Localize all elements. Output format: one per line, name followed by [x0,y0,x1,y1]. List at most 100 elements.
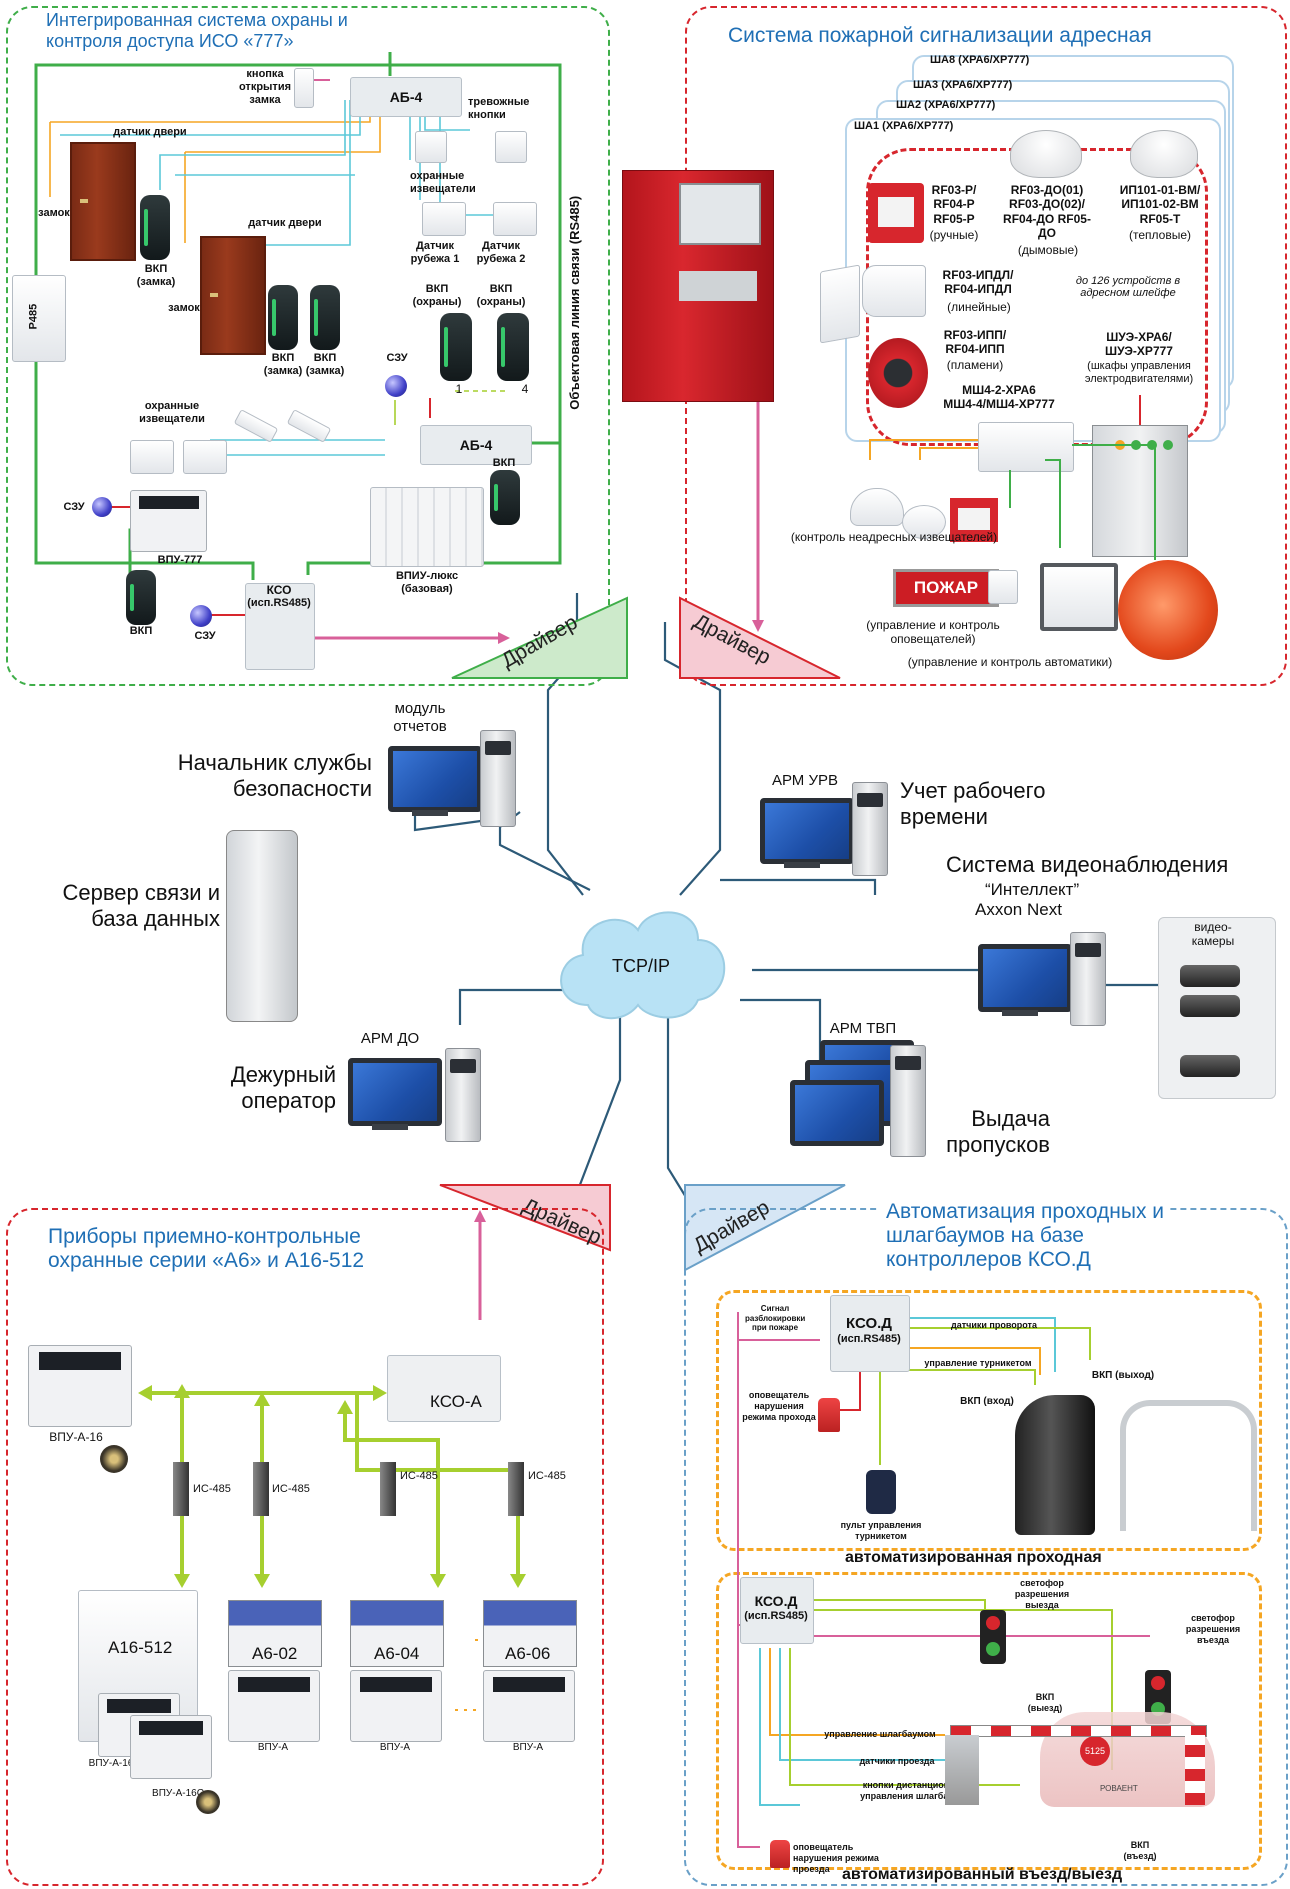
manual-label: (ручные) [929,228,979,242]
violation2-label: оповещатель нарушения режима проезда [793,1842,879,1874]
fire-title: Система пожарной сигнализации адресная [728,24,1152,47]
shue-cabinet[interactable] [1092,425,1188,557]
checkpoint-title: автоматизированная проходная [845,1549,1102,1566]
driver-1-badge [451,596,628,679]
alarm-button-2[interactable] [495,131,527,163]
vkp-exit-label: ВКП (выезд) [1027,1692,1063,1713]
linear-label: (линейные) [947,300,1011,314]
cameras-label: видео- камеры [1191,920,1235,949]
chief-label: Начальник службы безопасности [177,750,372,802]
vkp-lock-3[interactable] [310,285,340,350]
kso-d-2-label: КСО.Д (исп.RS485) [738,1593,814,1623]
vkp-in-label: ВКП (вход) [960,1396,1014,1407]
ab4-top[interactable]: АБ-4 [350,77,462,117]
kso-d-2-device[interactable] [740,1577,814,1644]
vkp-lock-2[interactable] [268,285,298,350]
vpu-a-1-keypad[interactable] [228,1670,320,1742]
car-plate: 5125 [1080,1736,1110,1766]
msh-module[interactable] [978,422,1074,472]
gate-title: автоматизированный въезд/выезд [842,1866,1123,1883]
msh-label: МШ4-2-ХРА6 МШ4-4/МШ4-ХР777 [934,383,1064,412]
is485-4-module [508,1462,524,1516]
urv-label: Учет рабочего времени [900,778,1046,830]
vpu-a16-label: ВПУ-А-16 [49,1430,103,1444]
light-exit-icon [980,1610,1006,1664]
light-exit-label: светофор разрешения выезда [1014,1578,1070,1610]
alarm-button-1[interactable] [415,131,447,163]
remote-control[interactable] [866,1470,896,1514]
operator-monitor-stand [372,1124,408,1130]
kso-d-1-line2: (исп.RS485) [837,1333,901,1345]
a6-04-device[interactable] [350,1600,444,1667]
kso-a-device[interactable] [387,1355,501,1422]
car-brand: РОВАЕНТ [1100,1784,1138,1793]
msh-line1: МШ4-2-ХРА6 [962,383,1036,397]
vpu-a16c-keypad[interactable] [130,1715,212,1779]
vpu-a-3-keypad[interactable] [483,1670,575,1742]
fire-control-panel[interactable] [622,170,774,402]
flame-models: RF03-ИПП/ RF04-ИПП [943,328,1007,357]
chief-monitor [388,746,482,812]
kso-d-2-line1: КСО.Д [754,1593,798,1609]
ab4-bottom[interactable]: АБ-4 [420,425,532,465]
a6-04-label: А6-04 [374,1644,420,1663]
sha8-label: ША8 (ХРА6/ХР777) [930,54,1030,66]
operator-monitor [348,1058,442,1126]
vpiu-panel[interactable] [370,487,484,567]
p485-device[interactable] [12,275,66,362]
video-title: Система видеонаблюдения [946,852,1229,877]
num-1: 1 [455,382,463,396]
turnstile [1015,1395,1095,1535]
smoke-models: RF03-ДО(01) RF03-ДО(02)/ RF04-ДО RF05-ДО [1003,183,1091,241]
vkp-lock-2-label: ВКП (замка) [263,352,303,378]
is485-4-label: ИС-485 [528,1470,566,1482]
arm-urv-label: АРМ УРВ [771,772,839,789]
a6-title-line1: Приборы приемно-контрольные [48,1225,361,1248]
fire-unlock-label: Сигнал разблокировки при пожаре [745,1304,806,1333]
kso-device[interactable] [245,583,315,670]
open-lock-button[interactable] [294,68,314,108]
pass-sensors-label: датчики проезда [859,1756,935,1766]
alarm-buttons-label: тревожные кнопки [468,96,530,122]
smoke-label: (дымовые) [1017,243,1079,257]
guard-sensor-4 [183,440,227,474]
a6-06-label: А6-06 [505,1644,551,1663]
vpu777-keypad[interactable] [130,490,207,552]
loop-capacity-note: до 126 устройств в адресном шлейфе [1075,275,1181,299]
vkp-guard-2-label: ВКП (охраны) [476,283,526,309]
server-rack [226,830,298,1022]
sha3-label: ША3 (ХРА6/ХР777) [913,79,1013,91]
a6-panel [6,1208,604,1886]
vpu-a16-keypad[interactable] [28,1345,132,1427]
boundary-sensor-1-label: Датчик рубежа 1 [410,240,460,266]
a16-512-label: А16-512 [108,1638,173,1657]
vkp-lock-1[interactable] [140,195,170,260]
camera-3-icon [1180,1055,1240,1077]
iso-title-line1: Интегрированная система охраны и [46,10,348,30]
violation2-siren [770,1840,790,1868]
vpu-a16-b-label: ВПУ-А-16 [88,1758,134,1769]
is485-1-module [173,1462,189,1516]
siren-box [988,570,1018,604]
vkp-2[interactable] [490,470,520,525]
vpu-a-2-keypad[interactable] [350,1670,442,1742]
barrier-post [945,1735,979,1805]
flame-label: (пламени) [946,358,1004,372]
a6-06-device[interactable] [483,1600,577,1667]
vkp-1-label: ВКП [129,625,153,637]
door-sensor-2-label: датчик двери [248,217,322,229]
manual-call-point-icon [868,183,924,243]
vpu-a16-reader [100,1445,128,1473]
a6-02-device[interactable] [228,1600,322,1667]
vkp-guard-1[interactable] [440,313,472,381]
video-monitor-stand [1002,1010,1038,1016]
vkp-1[interactable] [126,570,156,625]
kso-d-1-line1: КСО.Д [846,1315,892,1332]
rotation-label: датчики проворота [951,1320,1037,1330]
kso-label-line1: КСО [266,583,292,597]
barrier-post-2 [1185,1735,1205,1805]
iso-title-line2: контроля доступа ИСО «777» [46,30,294,51]
vkp-guard-2[interactable] [497,313,529,381]
video-monitor [978,944,1072,1012]
kso-d-1-device[interactable] [830,1295,910,1372]
